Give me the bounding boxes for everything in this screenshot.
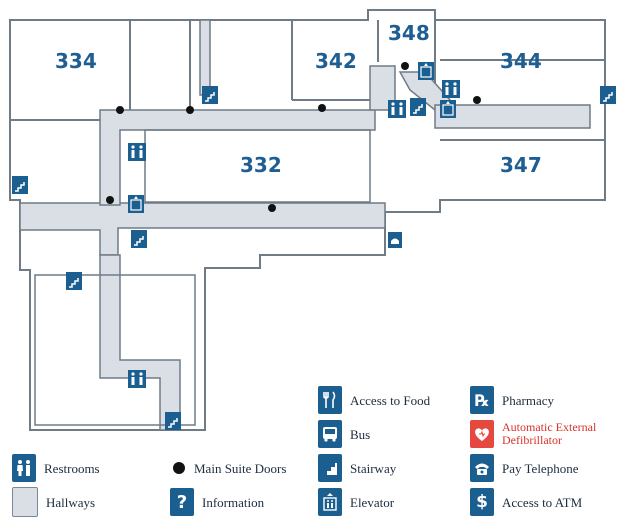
stairway-icon bbox=[318, 454, 342, 482]
main-suite-door-dot bbox=[106, 196, 114, 204]
restroom-icon bbox=[442, 80, 460, 98]
legend-label: Access to Food bbox=[350, 392, 431, 408]
legend-stairway: Stairway bbox=[318, 453, 396, 483]
hallways bbox=[19, 19, 591, 431]
stairway-icon bbox=[165, 412, 181, 430]
legend-label: Pay Telephone bbox=[502, 460, 579, 476]
main-suite-door-dot bbox=[186, 106, 194, 114]
main-suite-door-dot bbox=[268, 204, 276, 212]
legend-label: Pharmacy bbox=[502, 392, 554, 408]
legend-access-to-atm: $ Access to ATM bbox=[470, 487, 582, 517]
restroom-icon bbox=[388, 100, 406, 118]
main-suite-door-dot bbox=[401, 62, 409, 70]
legend-label: Stairway bbox=[350, 460, 397, 476]
restroom-icon bbox=[128, 143, 146, 161]
aed-icon bbox=[470, 420, 494, 448]
legend-information: ? Information bbox=[170, 487, 264, 517]
food-icon bbox=[318, 386, 342, 414]
stairway-icon bbox=[12, 176, 28, 194]
map-icons bbox=[12, 62, 616, 430]
legend-label: Bus bbox=[350, 426, 371, 442]
legend-label: Main Suite Doors bbox=[194, 460, 287, 476]
bus-icon bbox=[318, 420, 342, 448]
aed-label-line1: Automatic External bbox=[502, 420, 597, 434]
room-label-344: 344 bbox=[500, 49, 542, 73]
elevator-icon bbox=[128, 195, 144, 213]
information-icon: ? bbox=[170, 488, 194, 516]
legend-label: Hallways bbox=[46, 494, 96, 510]
room-label-342: 342 bbox=[315, 49, 357, 73]
legend-label: Access to ATM bbox=[502, 494, 583, 510]
room-lower-wing bbox=[34, 274, 196, 426]
main-suite-door-dot-icon bbox=[172, 461, 186, 475]
stairway-icon bbox=[202, 86, 218, 104]
aed-label-line2: Defibrillator bbox=[502, 433, 562, 447]
stairway-icon bbox=[600, 86, 616, 104]
legend-restrooms: Restrooms bbox=[12, 453, 100, 483]
room-label-334: 334 bbox=[55, 49, 97, 73]
legend-elevator: Elevator bbox=[318, 487, 394, 517]
legend-bus: Bus bbox=[318, 419, 370, 449]
legend-aed: Automatic External Defibrillator bbox=[470, 419, 596, 449]
legend-label: Information bbox=[202, 494, 265, 510]
elevator-icon bbox=[318, 488, 342, 516]
room-332 bbox=[144, 129, 371, 203]
stairway-icon bbox=[410, 98, 426, 116]
stairway-icon bbox=[66, 272, 82, 290]
pharmacy-icon: ℞ bbox=[470, 386, 494, 414]
legend-label: Elevator bbox=[350, 494, 395, 510]
room-label-347: 347 bbox=[500, 153, 542, 177]
elevator-icon bbox=[440, 100, 456, 118]
restroom-icon bbox=[12, 454, 36, 482]
legend-pharmacy: ℞ Pharmacy bbox=[470, 385, 554, 415]
legend-label: Restrooms bbox=[44, 460, 100, 476]
main-suite-door-dots bbox=[106, 62, 481, 212]
building-walls bbox=[9, 9, 606, 431]
stairway-icon bbox=[131, 230, 147, 248]
pay-telephone-icon bbox=[470, 454, 494, 482]
main-suite-door-dot bbox=[318, 104, 326, 112]
room-label-332: 332 bbox=[240, 153, 282, 177]
elevator-icon bbox=[418, 62, 434, 80]
legend-pay-telephone: Pay Telephone bbox=[470, 453, 578, 483]
hallway-swatch bbox=[12, 487, 38, 517]
atm-icon: $ bbox=[470, 488, 494, 516]
legend-main-suite-doors: Main Suite Doors bbox=[172, 453, 286, 483]
main-suite-door-dot bbox=[473, 96, 481, 104]
legend-label: Automatic External Defibrillator bbox=[502, 421, 596, 447]
legend-access-to-food: Access to Food bbox=[318, 385, 430, 415]
pay-telephone-icon bbox=[388, 232, 402, 248]
restroom-icon bbox=[128, 370, 146, 388]
legend-hallways: Hallways bbox=[12, 487, 95, 517]
main-suite-door-dot bbox=[116, 106, 124, 114]
room-label-348: 348 bbox=[388, 21, 430, 45]
